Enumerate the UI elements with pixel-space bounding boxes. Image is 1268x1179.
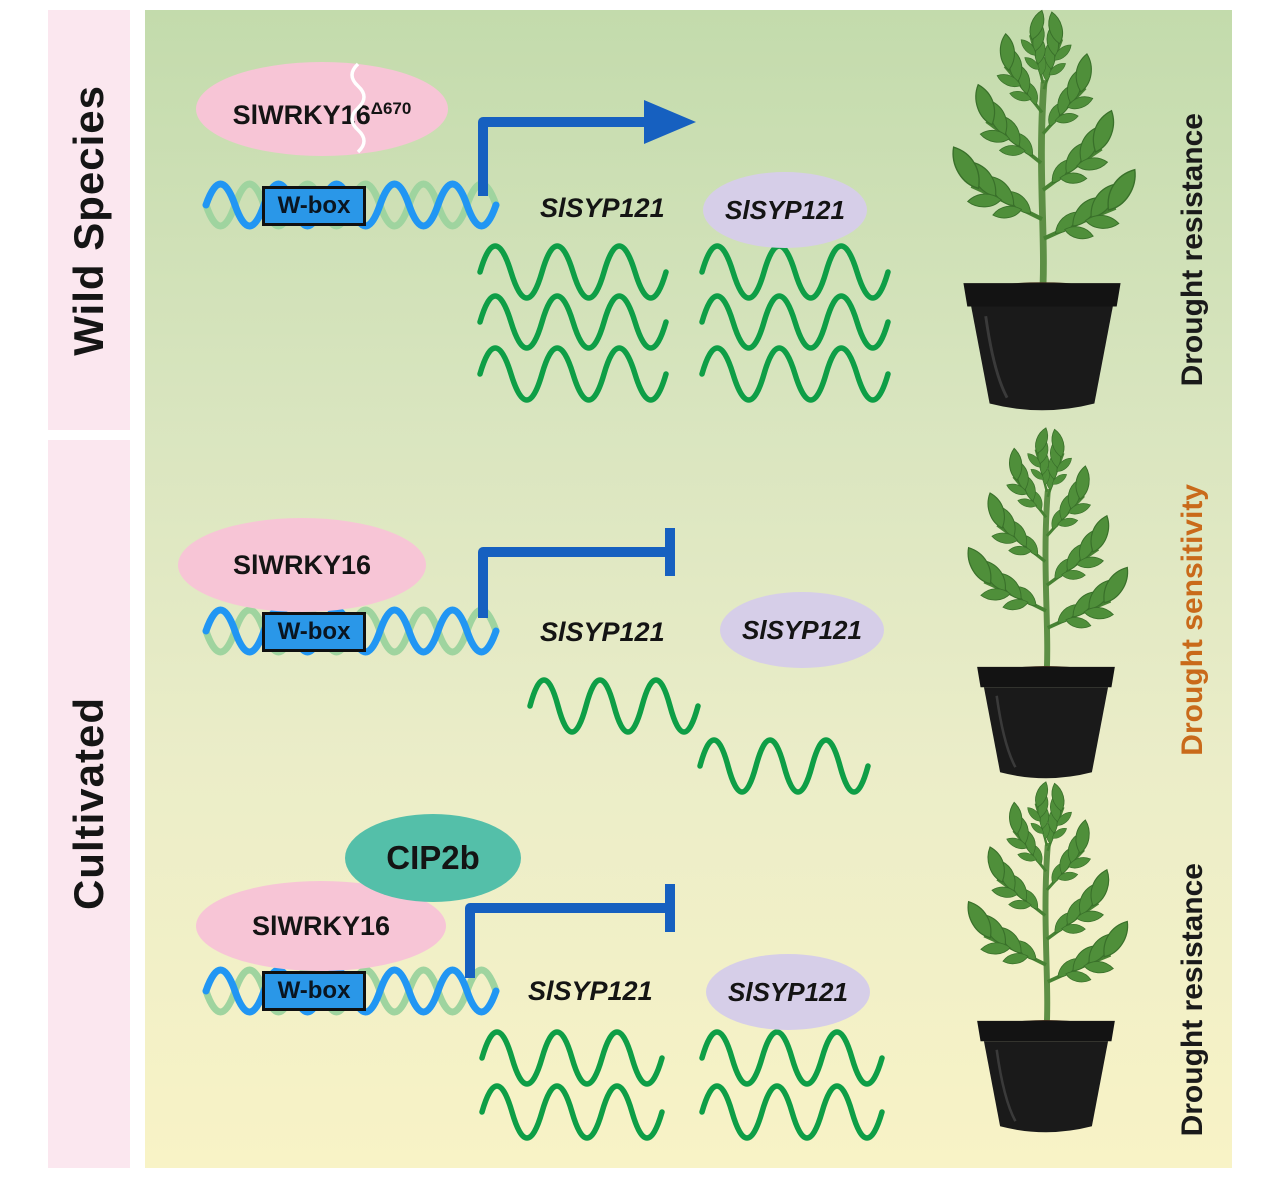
protein-ellipse-slsyp121-wild: SlSYP121 <box>703 172 867 248</box>
wbox-element-cultivated-top: W-box <box>262 612 366 652</box>
drought-sensitivity-text: Drought sensitivity <box>1176 484 1209 756</box>
repression-tbar-cultivated-bottom <box>465 884 675 978</box>
truncation-zigzag-icon <box>350 62 366 154</box>
activation-arrow <box>478 100 696 196</box>
protein-ellipse-slwrky16-truncated: SlWRKY16Δ670 <box>196 62 448 156</box>
tomato-plant-stressed-cultivated <box>950 423 1144 779</box>
outcome-label-wild: Drought resistance <box>1168 40 1218 460</box>
mrna-transcripts-high <box>477 243 891 403</box>
row-band-cultivated: Cultivated <box>48 440 130 1168</box>
wbox-element-cultivated-bottom: W-box <box>262 971 366 1011</box>
gene-label-slsyp121-wild: SlSYP121 <box>540 193 665 223</box>
protein-ellipse-cip2b: CIP2b <box>345 814 521 902</box>
gene-label-slsyp121-cultivated-bottom: SlSYP121 <box>528 976 653 1006</box>
tf-truncation-superscript: Δ670 <box>370 99 412 118</box>
protein-ellipse-slsyp121-cultivated-top: SlSYP121 <box>720 592 884 668</box>
drought-resistance-text: Drought resistance <box>1176 863 1209 1137</box>
outcome-label-cultivated-bottom: Drought resistance <box>1168 800 1218 1179</box>
protein-ellipse-slsyp121-cultivated-bottom: SlSYP121 <box>706 954 870 1030</box>
tomato-plant-healthy-wild <box>933 4 1154 410</box>
wbox-label: W-box <box>277 618 351 645</box>
wbox-label: W-box <box>277 977 351 1004</box>
mrna-transcripts-medium <box>479 1029 885 1141</box>
mrna-transcripts-low <box>527 677 871 795</box>
wbox-label: W-box <box>277 192 351 219</box>
protein-ellipse-slwrky16-cultivated: SlWRKY16 <box>178 518 426 612</box>
wbox-element-wild: W-box <box>262 186 366 226</box>
gene-label-slsyp121-cultivated-top: SlSYP121 <box>540 617 665 647</box>
outcome-label-cultivated-top: Drought sensitivity <box>1168 430 1218 810</box>
tomato-plant-healthy-cultivated <box>950 777 1144 1133</box>
row-band-wild-species: Wild Species <box>48 10 130 430</box>
drought-resistance-text: Drought resistance <box>1176 113 1209 387</box>
repression-tbar-cultivated-top <box>478 528 675 618</box>
tf-name: SlWRKY16 <box>232 100 371 130</box>
